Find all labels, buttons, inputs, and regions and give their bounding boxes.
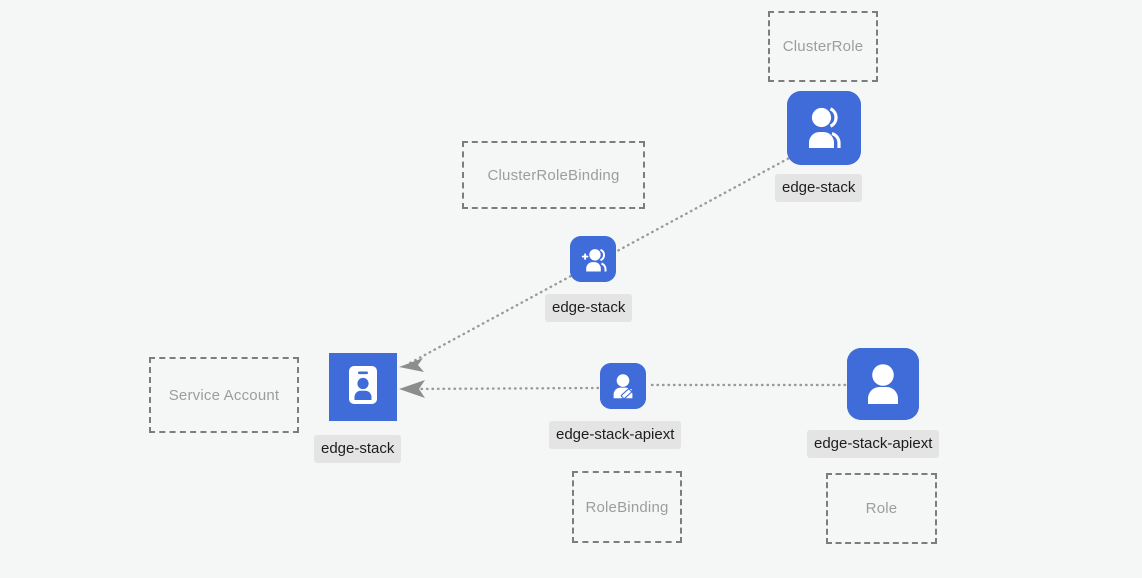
- people-group-icon[interactable]: [787, 91, 861, 165]
- node-label-role-binding: edge-stack-apiext: [549, 421, 682, 449]
- node-cluster-role-binding[interactable]: [570, 236, 616, 282]
- node-label-cluster-role: edge-stack: [775, 174, 863, 202]
- kind-box-label: ClusterRole: [782, 38, 864, 55]
- kind-box-label: Role: [865, 500, 898, 517]
- edge-line: [408, 386, 600, 391]
- kind-box-service-account: Service Account: [149, 357, 299, 433]
- node-cluster-role[interactable]: [787, 91, 861, 165]
- edge-rolebinding-to-serviceaccount: [399, 380, 600, 398]
- kind-box-cluster-role-binding: ClusterRoleBinding: [462, 141, 645, 209]
- person-add-icon[interactable]: [570, 236, 616, 282]
- kind-box-role-binding: RoleBinding: [572, 471, 682, 543]
- kind-box-label: ClusterRoleBinding: [487, 166, 620, 184]
- kind-box-cluster-role: ClusterRole: [768, 11, 878, 82]
- kind-box-label: RoleBinding: [585, 498, 669, 516]
- kind-box-role: Role: [826, 473, 937, 544]
- node-role-binding[interactable]: [600, 363, 646, 409]
- id-badge-icon[interactable]: [329, 353, 397, 421]
- kind-box-label: Service Account: [168, 386, 280, 404]
- node-label-role: edge-stack-apiext: [807, 430, 940, 458]
- person-edit-icon[interactable]: [600, 363, 646, 409]
- node-label-service-account: edge-stack: [314, 435, 402, 463]
- arrowhead-icon: [399, 380, 425, 398]
- arrowhead-icon: [399, 358, 424, 372]
- person-icon[interactable]: [847, 348, 919, 420]
- node-service-account[interactable]: [329, 353, 397, 421]
- node-role[interactable]: [847, 348, 919, 420]
- node-label-cluster-role-binding: edge-stack: [545, 294, 633, 322]
